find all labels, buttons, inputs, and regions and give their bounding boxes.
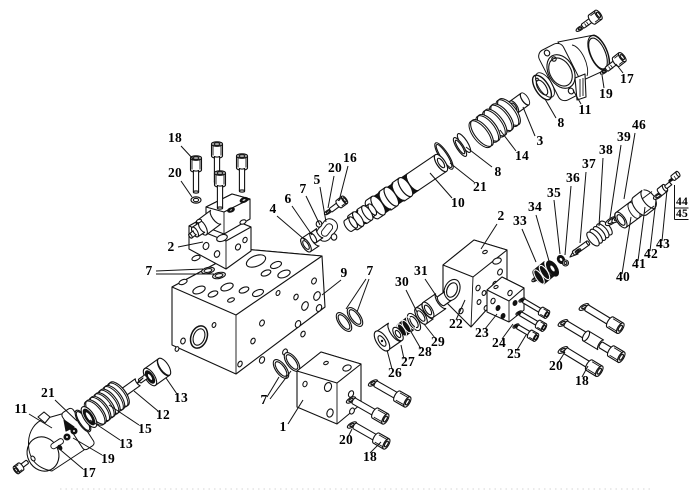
svg-text:29: 29 <box>431 334 445 349</box>
svg-text:45: 45 <box>676 208 688 220</box>
svg-text:8: 8 <box>557 115 564 130</box>
svg-text:2: 2 <box>497 208 504 223</box>
svg-text:14: 14 <box>515 148 529 163</box>
svg-text:17: 17 <box>620 71 634 86</box>
svg-text:28: 28 <box>418 344 432 359</box>
svg-text:35: 35 <box>547 185 561 200</box>
svg-text:15: 15 <box>138 421 152 436</box>
svg-text:38: 38 <box>599 142 613 157</box>
svg-text:12: 12 <box>156 407 170 422</box>
svg-text:1: 1 <box>279 419 286 434</box>
svg-text:36: 36 <box>566 170 580 185</box>
svg-text:23: 23 <box>475 325 489 340</box>
svg-text:7: 7 <box>145 263 152 278</box>
svg-text:10: 10 <box>451 195 465 210</box>
svg-text:31: 31 <box>414 263 428 278</box>
svg-text:42: 42 <box>644 246 658 261</box>
svg-text:7: 7 <box>260 392 267 407</box>
svg-text:19: 19 <box>599 86 613 101</box>
svg-text:6: 6 <box>284 191 291 206</box>
svg-text:3: 3 <box>536 133 543 148</box>
svg-text:24: 24 <box>492 335 506 350</box>
svg-text:21: 21 <box>473 179 487 194</box>
svg-text:43: 43 <box>656 236 670 251</box>
svg-text:27: 27 <box>401 354 415 369</box>
svg-text:7: 7 <box>299 181 306 196</box>
svg-text:18: 18 <box>363 449 377 464</box>
svg-text:22: 22 <box>449 316 463 331</box>
svg-text:18: 18 <box>168 130 182 145</box>
svg-text:16: 16 <box>343 150 357 165</box>
svg-text:4: 4 <box>269 201 276 216</box>
svg-text:13: 13 <box>174 390 188 405</box>
svg-text:20: 20 <box>339 432 353 447</box>
svg-text:18: 18 <box>575 373 589 388</box>
svg-text:8: 8 <box>494 164 501 179</box>
svg-text:30: 30 <box>395 274 409 289</box>
svg-text:19: 19 <box>101 451 115 466</box>
svg-text:21: 21 <box>41 385 55 400</box>
svg-text:34: 34 <box>528 199 542 214</box>
svg-text:11: 11 <box>14 401 27 416</box>
svg-text:11: 11 <box>578 102 591 117</box>
svg-text:37: 37 <box>582 156 596 171</box>
svg-text:20: 20 <box>168 165 182 180</box>
svg-text:46: 46 <box>632 117 646 132</box>
svg-text:5: 5 <box>313 172 320 187</box>
svg-text:44: 44 <box>676 196 688 208</box>
svg-text:20: 20 <box>549 358 563 373</box>
svg-text:7: 7 <box>366 263 373 278</box>
svg-text:26: 26 <box>388 365 402 380</box>
svg-text:25: 25 <box>507 346 521 361</box>
svg-text:13: 13 <box>119 436 133 451</box>
svg-text:41: 41 <box>632 256 646 271</box>
svg-text:40: 40 <box>616 269 630 284</box>
svg-text:39: 39 <box>617 129 631 144</box>
svg-text:17: 17 <box>82 465 96 480</box>
svg-text:33: 33 <box>513 213 527 228</box>
svg-text:9: 9 <box>340 265 347 280</box>
svg-text:20: 20 <box>328 160 342 175</box>
svg-text:2: 2 <box>167 239 174 254</box>
